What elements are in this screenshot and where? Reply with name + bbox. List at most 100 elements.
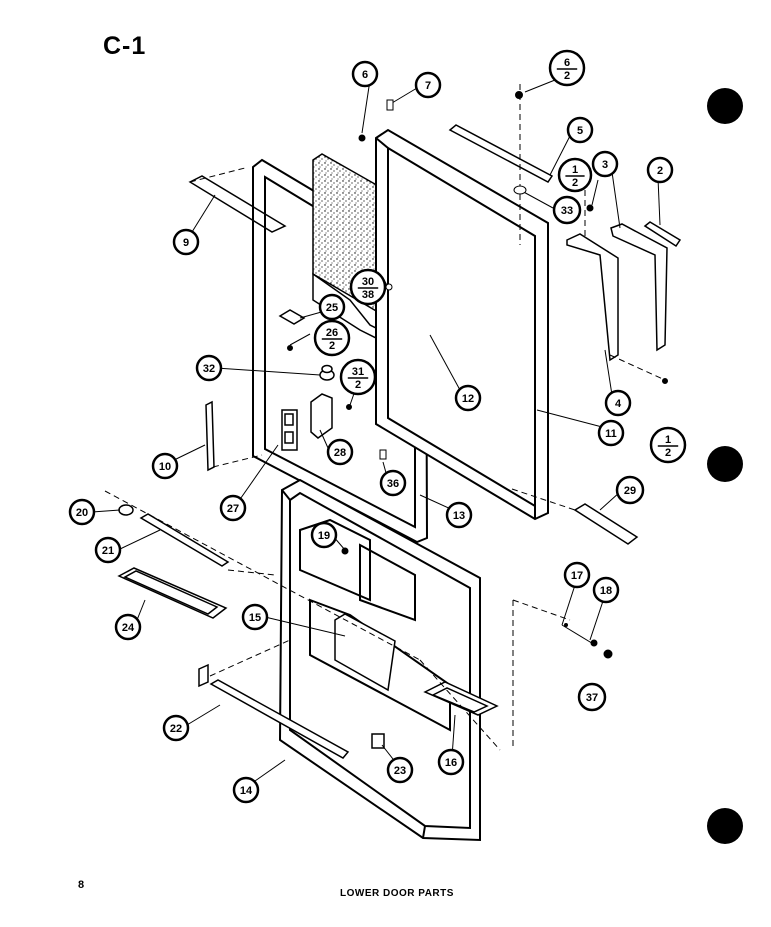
section-code: C-1 bbox=[103, 32, 147, 60]
callout-label: 3 bbox=[602, 159, 608, 171]
callout-13: 13 bbox=[445, 501, 473, 529]
callout-6-2: 62 bbox=[548, 49, 586, 87]
callout-37: 37 bbox=[577, 682, 607, 712]
callout-label: 36 bbox=[387, 478, 399, 490]
callout-label: 2 bbox=[572, 177, 578, 189]
part-3-hinge-bracket bbox=[566, 223, 668, 362]
callout-33: 33 bbox=[552, 195, 582, 225]
callout-2: 2 bbox=[646, 156, 674, 184]
callout-10: 10 bbox=[151, 452, 179, 480]
callout-3: 3 bbox=[591, 150, 619, 178]
callout-4: 4 bbox=[604, 389, 632, 417]
callout-label: 19 bbox=[318, 530, 330, 542]
callout-label: 12 bbox=[462, 393, 474, 405]
part-22-bottom-rail bbox=[198, 663, 350, 759]
part-32-knob bbox=[319, 364, 335, 381]
callout-label: 18 bbox=[600, 585, 612, 597]
part-2-hinge-shim bbox=[643, 221, 682, 248]
callout-label: 38 bbox=[362, 289, 374, 301]
callout-label: 30 bbox=[362, 276, 374, 288]
callout-label: 24 bbox=[122, 622, 135, 634]
callout-label: 14 bbox=[240, 785, 253, 797]
callout-label: 21 bbox=[102, 545, 114, 557]
callout-label: 1 bbox=[665, 434, 671, 446]
callout-label: 10 bbox=[159, 461, 171, 473]
part-16-tray bbox=[423, 681, 499, 716]
callout-label: 32 bbox=[203, 363, 215, 375]
callout-label: 20 bbox=[76, 507, 88, 519]
callout-label: 13 bbox=[453, 510, 465, 522]
callout-label: 7 bbox=[425, 80, 431, 92]
part-29-lower-trim bbox=[573, 503, 639, 545]
binder-hole-top bbox=[707, 88, 743, 124]
callout-1-2b: 12 bbox=[649, 426, 687, 464]
callout-1-2a: 12 bbox=[557, 157, 593, 193]
callout-label: 4 bbox=[615, 398, 622, 410]
part-27-switch-box bbox=[281, 409, 298, 451]
callout-label: 11 bbox=[605, 428, 617, 440]
callout-label: 2 bbox=[329, 340, 335, 352]
part-28-bracket bbox=[310, 393, 333, 439]
part-11-outer-door bbox=[375, 128, 549, 521]
callout-18: 18 bbox=[592, 576, 620, 604]
binder-hole-middle bbox=[707, 446, 743, 482]
callout-label: 6 bbox=[564, 57, 570, 69]
page-number: 8 bbox=[78, 879, 85, 891]
callout-29: 29 bbox=[615, 475, 645, 505]
callout-12: 12 bbox=[454, 384, 482, 412]
callout-label: 15 bbox=[249, 612, 261, 624]
callout-6: 6 bbox=[351, 60, 379, 88]
callout-31-2: 312 bbox=[339, 358, 377, 396]
part-24-egg-tray bbox=[117, 567, 228, 619]
callout-label: 5 bbox=[577, 125, 583, 137]
part-21-strip bbox=[139, 513, 230, 567]
callout-label: 22 bbox=[170, 723, 182, 735]
callout-label: 2 bbox=[657, 165, 663, 177]
callout-label: 6 bbox=[362, 69, 368, 81]
part-5-top-rail bbox=[448, 124, 554, 183]
part-9-top-trim bbox=[188, 175, 287, 233]
callout-27: 27 bbox=[219, 494, 247, 522]
callout-20: 20 bbox=[68, 498, 96, 526]
callout-22: 22 bbox=[162, 714, 190, 742]
callout-36: 36 bbox=[379, 469, 407, 497]
alignment-lines bbox=[104, 84, 666, 751]
callout-24: 24 bbox=[114, 613, 142, 641]
callout-16: 16 bbox=[437, 748, 465, 776]
callout-label: 25 bbox=[326, 302, 338, 314]
callout-15: 15 bbox=[241, 603, 269, 631]
callout-label: 9 bbox=[183, 237, 189, 249]
callout-label: 17 bbox=[571, 570, 583, 582]
callout-label: 2 bbox=[665, 447, 671, 459]
callout-14: 14 bbox=[232, 776, 260, 804]
part-23-clip bbox=[371, 733, 385, 749]
binder-hole-bottom bbox=[707, 808, 743, 844]
diagram-caption: LOWER DOOR PARTS bbox=[340, 888, 454, 899]
callout-7: 7 bbox=[414, 71, 442, 99]
callout-label: 16 bbox=[445, 757, 457, 769]
callout-5: 5 bbox=[566, 116, 594, 144]
callout-label: 2 bbox=[564, 70, 570, 82]
callout-23: 23 bbox=[386, 756, 414, 784]
callout-11: 11 bbox=[597, 419, 625, 447]
callout-label: 27 bbox=[227, 503, 239, 515]
callout-label: 1 bbox=[572, 164, 578, 176]
callout-19: 19 bbox=[310, 521, 338, 549]
callout-26-2: 262 bbox=[313, 319, 351, 357]
fasteners bbox=[287, 91, 668, 659]
part-25-latch bbox=[278, 309, 306, 325]
callout-28: 28 bbox=[326, 438, 354, 466]
callout-25: 25 bbox=[318, 293, 346, 321]
callout-label: 37 bbox=[586, 692, 598, 704]
part-15-panel bbox=[334, 613, 396, 692]
callout-17: 17 bbox=[563, 561, 591, 589]
callout-label: 2 bbox=[355, 379, 361, 391]
callout-label: 29 bbox=[624, 485, 636, 497]
part-20-clip bbox=[118, 504, 134, 516]
callout-label: 33 bbox=[561, 205, 573, 217]
callout-9: 9 bbox=[172, 228, 200, 256]
callout-21: 21 bbox=[94, 536, 122, 564]
